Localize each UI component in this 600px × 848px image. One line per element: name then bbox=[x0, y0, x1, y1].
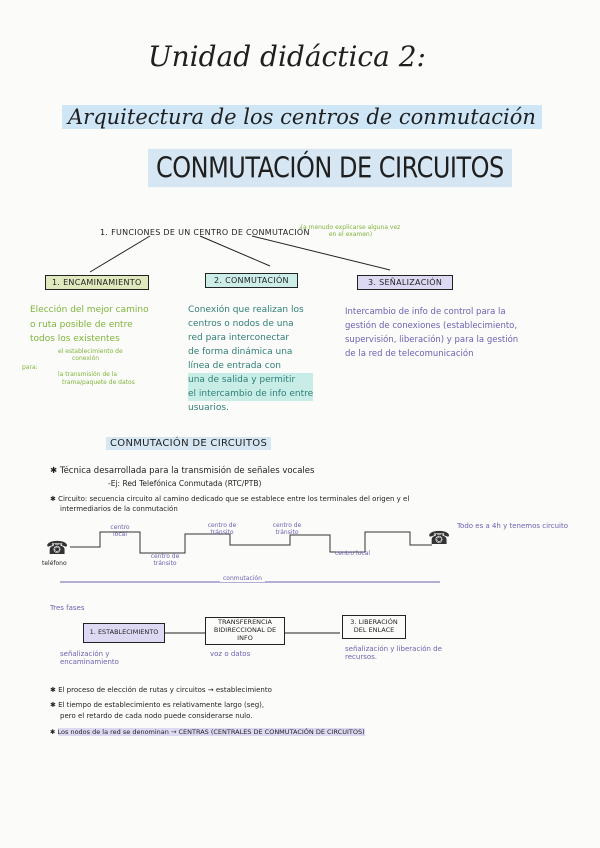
sen-line: supervisión, liberación) y para la gesti… bbox=[345, 335, 519, 345]
phase-1: 1. ESTABLECIMIENTO bbox=[83, 623, 165, 643]
page-title: Unidad didáctica 2: bbox=[148, 40, 426, 73]
function-encaminamiento: 1. ENCAMINAMIENTO bbox=[45, 275, 149, 290]
enc-sub-4: trama/paquete de datos bbox=[62, 379, 135, 386]
phone-icon: ☎ bbox=[46, 538, 69, 559]
enc-sub-1: el establecimiento de bbox=[58, 348, 123, 355]
enc-text-3: todos los existentes bbox=[30, 334, 120, 344]
bullet-star-icon: ✱ bbox=[50, 701, 59, 709]
phase-2: TRANSFERENCIA BIDIRECCIONAL DE INFO bbox=[205, 617, 285, 645]
functions-label: 1. FUNCIONES DE UN CENTRO DE CONMUTACIÓN bbox=[100, 228, 310, 237]
label-c2: centro de tránsito bbox=[150, 553, 180, 567]
label-c4: centro de tránsito bbox=[272, 522, 302, 536]
bullet-3: ✱ El proceso de elección de rutas y circ… bbox=[50, 686, 272, 694]
bullet-4-text: El tiempo de establecimiento es relativa… bbox=[58, 701, 265, 709]
senalizacion-text: Intercambio de info de control para la g… bbox=[345, 305, 518, 361]
bullet-4: ✱ El tiempo de establecimiento es relati… bbox=[50, 701, 264, 709]
conm-line: red para interconectar bbox=[188, 333, 290, 343]
functions-note: (a menudo explicarse alguna vez en el ex… bbox=[300, 224, 401, 238]
bullet-star-icon: ✱ bbox=[50, 466, 60, 476]
phase-note-3: señalización y liberación de recursos. bbox=[345, 645, 442, 661]
bullet-star-icon: ✱ bbox=[50, 686, 59, 694]
label-c1: centro local bbox=[110, 524, 130, 538]
subtitle: Arquitectura de los centros de conmutaci… bbox=[62, 105, 542, 129]
conm-line: una de salida y permitir bbox=[188, 373, 314, 387]
enc-para: para: bbox=[22, 364, 38, 371]
phase-note-1: señalización y encaminamiento bbox=[60, 650, 119, 666]
phone-icon: ☎ bbox=[428, 528, 451, 549]
enc-text-2: o ruta posible de entre bbox=[30, 320, 133, 330]
heading: CONMUTACIÓN DE CIRCUITOS bbox=[148, 148, 512, 188]
bullet-2-text: Circuito: secuencia circuito al camino d… bbox=[58, 495, 410, 503]
bullet-5-text: Los nodos de la red se denominan → CENTR… bbox=[57, 728, 365, 736]
enc-text-1: Elección del mejor camino bbox=[30, 305, 149, 315]
sen-line: gestión de conexiones (establecimiento, bbox=[345, 321, 518, 331]
function-conmutacion: 2. CONMUTACIÓN bbox=[205, 273, 298, 288]
conmutacion-text: Conexión que realizan los centros o nodo… bbox=[188, 303, 314, 415]
function-senalizacion: 3. SEÑALIZACIÓN bbox=[357, 275, 454, 290]
bullet-5: ✱ Los nodos de la red se denominan → CEN… bbox=[50, 728, 365, 736]
sen-line: de la red de telecomunicación bbox=[345, 349, 474, 359]
bullet-1-text: Técnica desarrollada para la transmisión… bbox=[59, 466, 315, 476]
label-c5: centro local bbox=[335, 550, 371, 557]
enc-sub-3: la transmisión de la bbox=[58, 371, 118, 378]
bullet-2b: intermediarios de la conmutación bbox=[60, 505, 178, 513]
bullet-2: ✱ Circuito: secuencia circuito al camino… bbox=[50, 495, 409, 503]
bullet-star-icon: ✱ bbox=[50, 495, 59, 503]
conm-line: usuarios. bbox=[188, 403, 229, 413]
phases-label: Tres fases bbox=[50, 604, 85, 612]
enc-sub-2: conexión bbox=[72, 355, 100, 362]
conm-line: centros o nodos de una bbox=[188, 319, 294, 329]
label-phone: teléfono bbox=[42, 560, 67, 567]
phase-note-2: voz o datos bbox=[210, 650, 251, 658]
phase-3: 3. LIBERACIÓN DEL ENLACE bbox=[342, 615, 406, 639]
bullet-star-icon: ✱ bbox=[50, 728, 58, 736]
section2-title: CONMUTACIÓN DE CIRCUITOS bbox=[106, 437, 272, 450]
example: -Ej: Red Telefónica Conmutada (RTC/PTB) bbox=[108, 479, 262, 488]
conm-line: el intercambio de info entre bbox=[188, 387, 314, 401]
bullet-1: ✱ Técnica desarrollada para la transmisi… bbox=[50, 466, 314, 476]
bullet-4b: pero el retardo de cada nodo puede consi… bbox=[60, 712, 253, 720]
sen-line: Intercambio de info de control para la bbox=[345, 307, 506, 317]
diagram-note: Todo es a 4h y tenemos circuito bbox=[456, 522, 569, 530]
conm-line: Conexión que realizan los bbox=[188, 305, 304, 315]
conm-line: de forma dinámica una bbox=[188, 347, 293, 357]
span-label: conmutación bbox=[220, 575, 265, 582]
conm-line: línea de entrada con bbox=[188, 361, 281, 371]
label-c3: centro de tránsito bbox=[207, 522, 237, 536]
bullet-3-text: El proceso de elección de rutas y circui… bbox=[58, 686, 272, 694]
